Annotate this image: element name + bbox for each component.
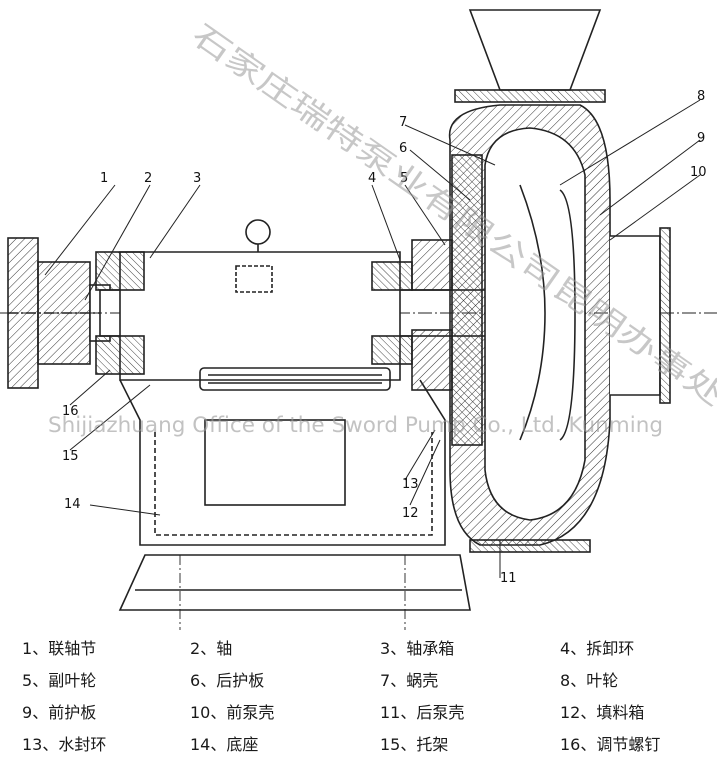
legend-number: 16 xyxy=(560,735,581,754)
legend-item-10: 10、前泵壳 xyxy=(190,702,274,724)
legend-number: 9 xyxy=(22,703,33,722)
callout-numbers: 1 2 3 4 5 6 7 8 9 10 11 12 13 14 15 16 xyxy=(62,89,707,586)
callout-13: 13 xyxy=(402,477,419,492)
legend-item-6: 6、后护板 xyxy=(190,670,264,692)
callout-2: 2 xyxy=(144,171,152,186)
legend-separator: 、 xyxy=(570,639,587,658)
legend-part-name: 底座 xyxy=(226,735,259,754)
legend-part-name: 拆卸环 xyxy=(586,639,635,658)
legend-part-name: 联轴节 xyxy=(48,639,97,658)
stuffing-box xyxy=(411,239,453,391)
legend-separator: 、 xyxy=(400,735,417,754)
callout-11: 11 xyxy=(500,571,517,586)
legend-separator: 、 xyxy=(390,671,407,690)
legend-separator: 、 xyxy=(32,703,49,722)
legend-separator: 、 xyxy=(570,671,587,690)
legend-number: 4 xyxy=(560,639,571,658)
legend-number: 7 xyxy=(380,671,391,690)
legend-number: 13 xyxy=(22,735,43,754)
callout-15: 15 xyxy=(62,449,79,464)
legend-item-16: 16、调节螺钉 xyxy=(560,734,660,756)
legend-part-name: 副叶轮 xyxy=(48,671,97,690)
legend-item-7: 7、蜗壳 xyxy=(380,670,438,692)
legend-item-13: 13、水封环 xyxy=(22,734,106,756)
legend-item-4: 4、拆卸环 xyxy=(560,638,634,660)
callout-1: 1 xyxy=(100,171,108,186)
callout-16: 16 xyxy=(62,404,79,419)
callout-5: 5 xyxy=(400,171,408,186)
legend-item-3: 3、轴承箱 xyxy=(380,638,454,660)
legend-item-1: 1、联轴节 xyxy=(22,638,96,660)
callout-9: 9 xyxy=(697,131,705,146)
bracket-frame xyxy=(119,379,446,546)
legend-part-name: 叶轮 xyxy=(586,671,619,690)
callout-14: 14 xyxy=(64,497,81,512)
legend-number: 5 xyxy=(22,671,33,690)
legend-separator: 、 xyxy=(200,639,217,658)
legend-part-name: 调节螺钉 xyxy=(596,735,661,754)
legend-number: 11 xyxy=(380,703,401,722)
legend-number: 6 xyxy=(190,671,201,690)
legend-part-name: 前护板 xyxy=(48,703,97,722)
legend-item-5: 5、副叶轮 xyxy=(22,670,96,692)
callout-4: 4 xyxy=(368,171,376,186)
leader-lines xyxy=(44,99,701,578)
callout-6: 6 xyxy=(399,141,407,156)
legend-separator: 、 xyxy=(32,639,49,658)
legend-part-name: 轴 xyxy=(216,639,233,658)
legend-number: 10 xyxy=(190,703,211,722)
legend-item-9: 9、前护板 xyxy=(22,702,96,724)
pump-cross-section-drawing: 1 2 3 4 5 6 7 8 9 10 11 12 13 14 15 16 石… xyxy=(0,9,717,630)
legend-number: 8 xyxy=(560,671,571,690)
callout-7: 7 xyxy=(399,115,407,130)
legend-item-11: 11、后泵壳 xyxy=(380,702,464,724)
pump-casing xyxy=(448,9,671,553)
callout-3: 3 xyxy=(193,171,201,186)
legend-part-name: 后护板 xyxy=(216,671,265,690)
legend-number: 15 xyxy=(380,735,401,754)
legend-number: 12 xyxy=(560,703,581,722)
bearing-housing xyxy=(95,219,413,391)
legend-part-name: 填料箱 xyxy=(596,703,645,722)
legend-part-name: 轴承箱 xyxy=(406,639,455,658)
legend-item-12: 12、填料箱 xyxy=(560,702,644,724)
legend-number: 14 xyxy=(190,735,211,754)
legend-separator: 、 xyxy=(210,735,227,754)
legend-separator: 、 xyxy=(42,735,59,754)
callout-10: 10 xyxy=(690,165,707,180)
legend-number: 1 xyxy=(22,639,33,658)
legend-item-15: 15、托架 xyxy=(380,734,448,756)
legend-separator: 、 xyxy=(580,703,597,722)
legend-number: 2 xyxy=(190,639,201,658)
legend-item-8: 8、叶轮 xyxy=(560,670,618,692)
legend-part-name: 水封环 xyxy=(58,735,107,754)
callout-8: 8 xyxy=(697,89,705,104)
legend-separator: 、 xyxy=(400,703,417,722)
legend-part-name: 托架 xyxy=(416,735,449,754)
callout-12: 12 xyxy=(402,506,419,521)
legend-separator: 、 xyxy=(200,671,217,690)
watermark-english: Shijiazhuang Office of the Sword Pump Co… xyxy=(48,413,663,437)
legend-number: 3 xyxy=(380,639,391,658)
legend-separator: 、 xyxy=(390,639,407,658)
legend-part-name: 后泵壳 xyxy=(416,703,465,722)
legend-separator: 、 xyxy=(210,703,227,722)
legend-part-name: 前泵壳 xyxy=(226,703,275,722)
base xyxy=(118,554,471,630)
legend-separator: 、 xyxy=(32,671,49,690)
legend-part-name: 蜗壳 xyxy=(406,671,439,690)
legend-item-14: 14、底座 xyxy=(190,734,258,756)
legend-separator: 、 xyxy=(580,735,597,754)
legend-item-2: 2、轴 xyxy=(190,638,232,660)
